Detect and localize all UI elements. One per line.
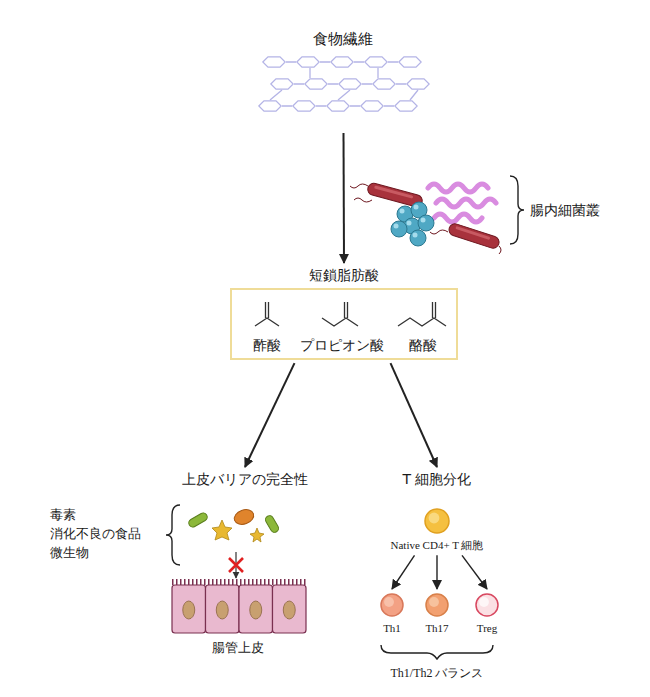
arrow-connector	[390, 363, 436, 467]
treg-cell: Treg	[474, 592, 500, 635]
bracket	[166, 505, 180, 565]
arrow-connector	[462, 555, 487, 589]
cell-shape	[474, 592, 500, 618]
node-label: Treg	[474, 621, 500, 635]
node-label: Th1	[379, 621, 405, 635]
arrow-connector	[436, 555, 437, 589]
list-item: 消化不良の食品	[50, 526, 141, 543]
chemical-structures	[255, 302, 446, 326]
arrow-connector	[343, 133, 346, 263]
bracket	[510, 176, 524, 244]
group-label: 腸内細菌叢	[530, 201, 600, 219]
cell-body	[426, 594, 448, 616]
node-label: Th17	[424, 621, 450, 635]
process-heading: 上皮バリアの完全性	[182, 470, 308, 488]
fiber-node: 食物繊維	[313, 30, 373, 130]
cell-shape	[379, 592, 405, 618]
compound-name: 酪酸	[409, 336, 437, 354]
cell-highlight	[384, 597, 394, 607]
group-label: Th1/Th2 バランス	[391, 666, 484, 682]
part-label: 腸管上皮	[212, 640, 264, 657]
arrow-connector	[392, 555, 414, 589]
cell-body	[425, 509, 449, 533]
node-label: T 細胞分化	[402, 470, 471, 488]
node-heading: 短鎖脂肪酸	[230, 266, 458, 284]
compound-name: 酢酸	[253, 336, 281, 354]
fiber-illustration	[259, 57, 429, 111]
bracket	[381, 645, 493, 659]
cell-body	[476, 594, 498, 616]
node-label: Native CD4+ T 細胞	[391, 538, 484, 552]
microbe-illustration	[187, 507, 280, 578]
cell-highlight	[429, 513, 440, 524]
epithelium-illustration	[172, 582, 306, 633]
cell-highlight	[429, 597, 439, 607]
node-label: 食物繊維	[313, 30, 373, 50]
bacteria-illustration	[350, 176, 524, 254]
cell-shape	[424, 592, 450, 618]
th17-cell: Th17	[424, 592, 450, 635]
node-label: 上皮バリアの完全性	[182, 470, 308, 488]
scfa-box: 短鎖脂肪酸酢酸 プロピオン酸 酪酸	[230, 266, 458, 360]
cell-shape	[423, 507, 451, 535]
th1-cell: Th1	[379, 592, 405, 635]
cell-highlight	[479, 597, 489, 607]
arrow-connector	[245, 363, 295, 467]
cell-body	[381, 594, 403, 616]
compound-name: プロピオン酸	[300, 336, 384, 354]
list-item: 毒素	[50, 507, 76, 524]
naive-cell: Native CD4+ T 細胞	[391, 507, 484, 552]
list-item: 微生物	[50, 545, 89, 562]
scfa-outline: 酢酸 プロピオン酸 酪酸	[230, 288, 458, 360]
process-heading: T 細胞分化	[402, 470, 471, 488]
